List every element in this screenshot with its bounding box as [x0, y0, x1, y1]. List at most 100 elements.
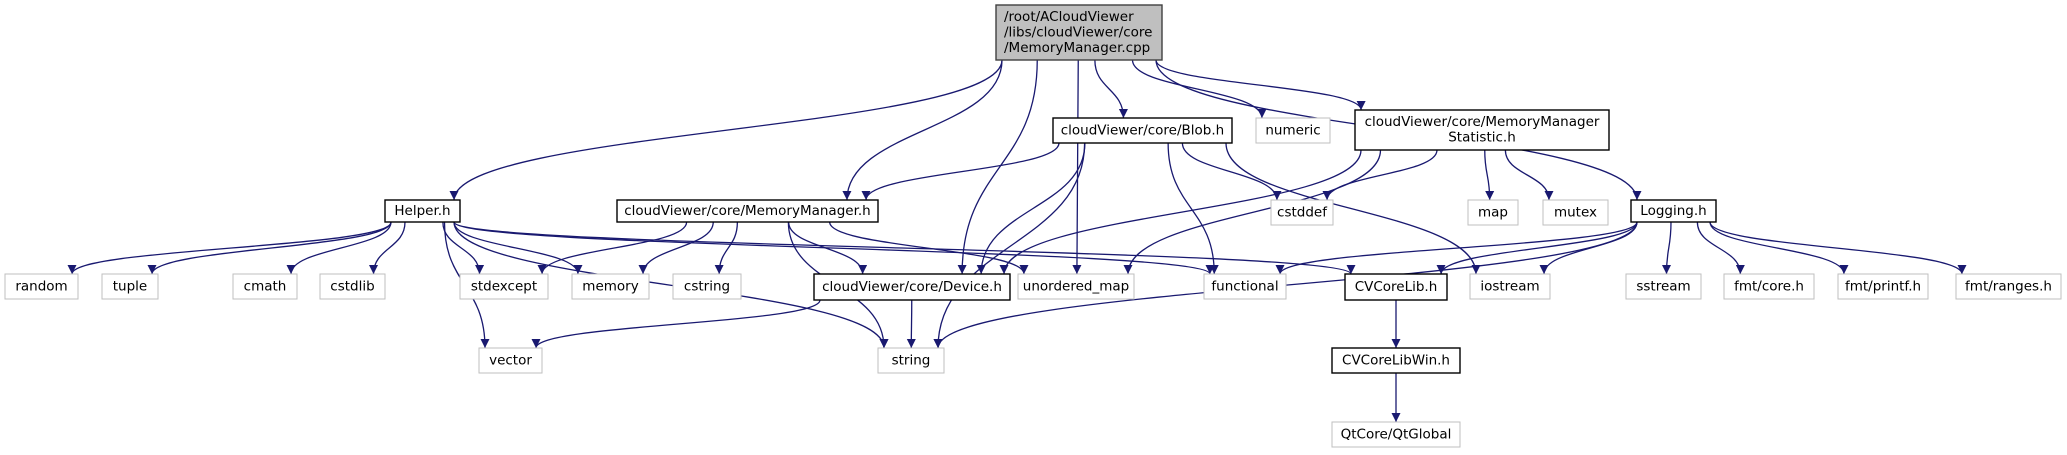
edge-memstat-to-mutex — [1504, 149, 1554, 201]
node-label-sstream: sstream — [1636, 278, 1690, 294]
edge-root-to-device — [957, 59, 1038, 275]
edge-logging-to-cvcorelib — [1436, 221, 1638, 275]
node-box-mutex — [1542, 199, 1609, 226]
edge-memmgr-to-stdexcept — [537, 221, 688, 275]
node-fmtprintf: fmt/printf.h — [1837, 273, 1929, 300]
node-box-fmtranges — [1955, 273, 2062, 300]
node-box-cstring — [672, 273, 742, 300]
node-label-fmtcore: fmt/core.h — [1734, 278, 1804, 294]
node-label-cvcorelib: CVCoreLib.h — [1355, 279, 1438, 295]
edge-logging-to-sstream — [1661, 221, 1672, 275]
node-label-cstdlib: cstdlib — [330, 278, 374, 294]
node-memmgr[interactable]: cloudViewer/core/MemoryManager.h — [616, 199, 879, 223]
node-box-iostream — [1469, 273, 1551, 300]
node-memstat[interactable]: cloudViewer/core/MemoryManagerStatistic.… — [1354, 109, 1610, 151]
edge-memmgr-to-device — [787, 221, 868, 275]
edge-root-to-memmgr — [842, 59, 1003, 201]
node-helper[interactable]: Helper.h — [384, 199, 461, 223]
node-cvcorelibwin[interactable]: CVCoreLibWin.h — [1331, 347, 1461, 374]
node-box-cmath — [232, 273, 298, 300]
edge-logging-to-fmtranges — [1709, 221, 1967, 275]
node-box-stdexcept — [459, 273, 549, 300]
edge-helper-to-memory — [453, 221, 583, 275]
node-numeric: numeric — [1255, 117, 1331, 144]
node-sstream: sstream — [1625, 273, 1702, 300]
edge-blob-to-cstddef — [1181, 142, 1282, 201]
node-box-fmtprintf — [1837, 273, 1929, 300]
node-box-helper — [384, 199, 461, 223]
node-box-sstream — [1625, 273, 1702, 300]
node-label-memstat: cloudViewer/core/MemoryManager — [1365, 114, 1600, 130]
node-cvcorelib[interactable]: CVCoreLib.h — [1344, 273, 1448, 301]
edges-layer — [67, 59, 1967, 422]
node-box-string — [877, 347, 945, 374]
edge-device-to-vector — [531, 299, 821, 349]
edge-memstat-to-map — [1484, 149, 1495, 201]
node-label-root: /root/ACloudViewer — [1004, 9, 1134, 25]
node-box-memstat — [1354, 109, 1610, 151]
node-iostream: iostream — [1469, 273, 1551, 300]
node-box-fmtcore — [1723, 273, 1815, 300]
edge-memmgr-to-cstring — [714, 221, 739, 275]
node-label-numeric: numeric — [1265, 122, 1320, 138]
node-label-unordered_map: unordered_map — [1023, 278, 1129, 294]
node-label-vector: vector — [489, 352, 532, 368]
edge-root-to-helper — [449, 59, 1003, 201]
node-box-unordered_map — [1017, 273, 1135, 300]
edge-logging-to-string — [933, 221, 1638, 349]
node-label-cstddef: cstddef — [1277, 204, 1328, 220]
node-box-map — [1467, 199, 1519, 226]
node-label-memstat: Statistic.h — [1448, 130, 1516, 146]
edge-root-to-numeric — [1131, 59, 1267, 119]
node-map: map — [1467, 199, 1519, 226]
node-label-root: /MemoryManager.cpp — [1004, 40, 1150, 56]
node-cstring: cstring — [672, 273, 742, 300]
node-unordered_map: unordered_map — [1017, 273, 1135, 300]
edge-helper-to-cvcorelib — [453, 221, 1356, 275]
node-label-string: string — [892, 352, 931, 368]
node-box-qtglobal — [1331, 421, 1461, 448]
node-label-fmtranges: fmt/ranges.h — [1965, 278, 2052, 294]
node-label-logging: Logging.h — [1640, 203, 1706, 219]
node-blob[interactable]: cloudViewer/core/Blob.h — [1052, 117, 1233, 144]
edge-logging-to-fmtprintf — [1709, 221, 1849, 275]
node-box-tuple — [101, 273, 159, 300]
edge-root-to-memstat — [1155, 59, 1366, 111]
node-qtglobal: QtCore/QtGlobal — [1331, 421, 1461, 448]
edge-blob-to-iostream — [1225, 142, 1481, 275]
node-label-stdexcept: stdexcept — [471, 278, 537, 294]
node-tuple: tuple — [101, 273, 159, 300]
node-box-vector — [478, 347, 543, 374]
node-fmtranges: fmt/ranges.h — [1955, 273, 2062, 300]
node-box-memmgr — [616, 199, 879, 223]
node-label-cstring: cstring — [684, 278, 730, 294]
edge-memmgr-to-unordered_map — [828, 221, 1029, 275]
node-functional: functional — [1203, 273, 1287, 300]
node-label-helper: Helper.h — [394, 203, 450, 219]
node-fmtcore: fmt/core.h — [1723, 273, 1815, 300]
edge-root-to-blob — [1094, 59, 1128, 119]
node-label-blob: cloudViewer/core/Blob.h — [1061, 122, 1224, 138]
node-cmath: cmath — [232, 273, 298, 300]
edge-logging-to-fmtcore — [1696, 221, 1745, 275]
node-label-iostream: iostream — [1480, 278, 1539, 294]
edge-helper-to-tuple — [147, 221, 392, 275]
edge-memstat-to-unordered_map — [1123, 149, 1382, 275]
node-box-cvcorelibwin — [1331, 347, 1461, 374]
edge-blob-to-string — [933, 142, 1086, 349]
node-string: string — [877, 347, 945, 374]
node-mutex: mutex — [1542, 199, 1609, 226]
node-box-cstddef — [1270, 199, 1334, 226]
node-label-qtglobal: QtCore/QtGlobal — [1341, 426, 1452, 442]
node-logging[interactable]: Logging.h — [1630, 199, 1717, 223]
node-cstddef: cstddef — [1270, 199, 1334, 226]
edge-helper-to-cstdlib — [368, 221, 406, 275]
node-label-memmgr: cloudViewer/core/MemoryManager.h — [624, 203, 870, 219]
node-stdexcept: stdexcept — [459, 273, 549, 300]
node-random: random — [4, 273, 79, 300]
node-label-mutex: mutex — [1554, 204, 1597, 220]
node-device[interactable]: cloudViewer/core/Device.h — [813, 273, 1011, 301]
node-box-memory — [571, 273, 650, 300]
node-root[interactable]: /root/ACloudViewer/libs/cloudViewer/core… — [995, 4, 1163, 61]
